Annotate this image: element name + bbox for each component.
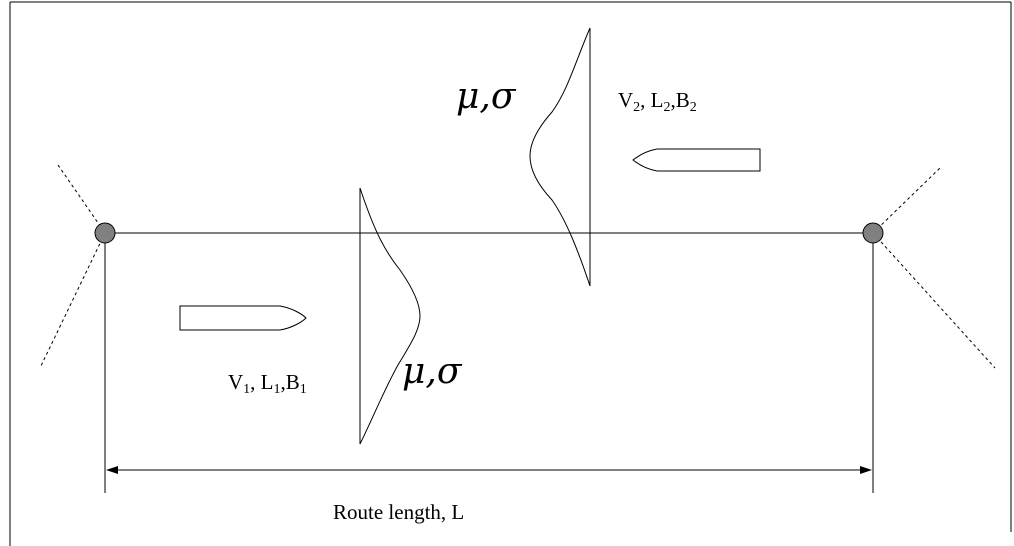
route-length-label: Route length, L (333, 500, 464, 524)
ship-1-icon (179, 305, 307, 331)
approach-line-right-lower (872, 232, 996, 369)
ship-2-l-sub: 2 (664, 100, 671, 115)
ship-1-b: B (286, 370, 300, 394)
approach-line-left-lower (39, 232, 106, 369)
ship-1-v-sub: 1 (243, 382, 250, 397)
distribution-2-curve (529, 27, 591, 287)
ship-1-l-sub: 1 (274, 382, 281, 397)
ship-2-icon (632, 148, 761, 172)
distribution-1-label: μ,σ (402, 351, 463, 392)
dimension-arrowhead-right (860, 466, 872, 474)
approach-line-right-upper (872, 167, 941, 234)
ship-2-b-sub: 2 (690, 100, 697, 115)
dimension-arrowhead-left (106, 466, 118, 474)
ship-1-b-sub: 1 (300, 382, 307, 397)
waypoint-right (862, 222, 884, 244)
distribution-1-curve (359, 187, 421, 445)
ship-1-l: L (261, 370, 274, 394)
distribution-2-label: μ,σ (456, 76, 517, 117)
ship-2-v-sub: 2 (633, 100, 640, 115)
ship-2-l: L (651, 88, 664, 112)
ship-1-v: V (228, 370, 243, 394)
ship-2-b: B (676, 88, 690, 112)
approach-line-left-upper (57, 164, 106, 234)
ship-1-params-label: V1, L1,B1 (228, 370, 307, 397)
ship-2-v: V (618, 88, 633, 112)
ship-2-params-label: V2, L2,B2 (618, 88, 697, 115)
waypoint-left (94, 222, 116, 244)
